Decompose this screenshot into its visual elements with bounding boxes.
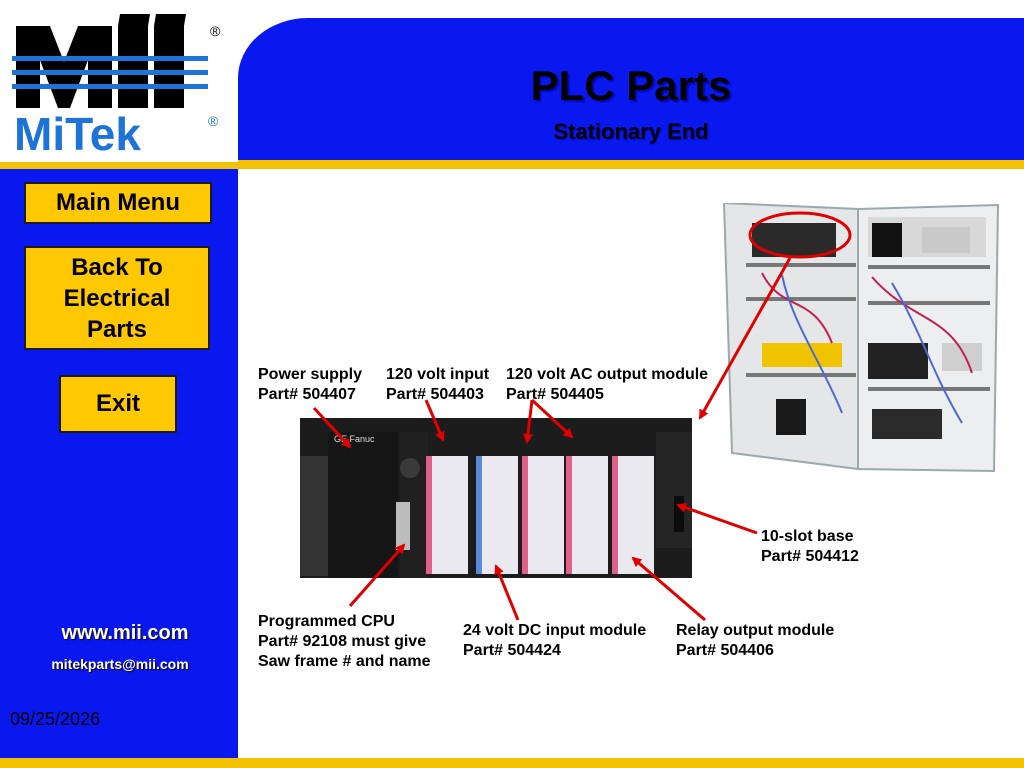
label-relay-output: Relay output module Part# 504406 — [676, 622, 835, 659]
arrow-cpu — [348, 543, 406, 607]
gold-divider-bottom — [0, 758, 1024, 768]
back-to-electrical-parts-button[interactable]: Back To Electrical Parts — [24, 246, 210, 350]
label-120v-input: 120 volt input Part# 504403 — [386, 366, 490, 403]
gold-divider-top — [0, 160, 1024, 169]
arrow-power-supply — [312, 406, 352, 449]
label-programmed-cpu: Programmed CPU Part# 92108 must give Saw… — [258, 613, 431, 670]
arrow-relay-output — [631, 556, 706, 622]
page-subtitle: Stationary End — [553, 119, 709, 144]
plc-rack-photo: GE Fanuc — [300, 418, 692, 584]
registered-mark-top: ® — [210, 23, 221, 39]
mitek-wordmark: MiTek — [14, 108, 141, 160]
main-menu-button[interactable]: Main Menu — [24, 182, 212, 224]
electrical-cabinet-photo — [722, 201, 1000, 475]
mitek-logo: ® MiTek ® — [0, 0, 238, 162]
arrow-120v-input — [424, 399, 445, 442]
header-band — [238, 18, 1024, 162]
registered-mark-bottom: ® — [208, 113, 219, 129]
label-24v-dc-input: 24 volt DC input module Part# 504424 — [463, 622, 647, 659]
arrow-120v-output-a — [522, 399, 534, 444]
date-footer: 09/25/2026 — [10, 709, 101, 729]
arrow-24v-dc-input — [494, 564, 520, 621]
email-link[interactable]: mitekparts@mii.com — [51, 656, 189, 672]
arrow-10-slot-base — [676, 502, 758, 535]
label-power-supply: Power supply Part# 504407 — [258, 366, 363, 403]
label-120v-ac-output: 120 volt AC output module Part# 504405 — [506, 366, 709, 403]
exit-button[interactable]: Exit — [59, 375, 177, 433]
website-link[interactable]: www.mii.com — [61, 622, 189, 644]
mitek-logo-graphic: ® MiTek ® — [12, 14, 221, 160]
arrow-cabinet — [698, 257, 792, 420]
arrow-120v-output-b — [530, 398, 574, 439]
plc-brand-label: GE Fanuc — [334, 434, 375, 444]
highlight-ellipse — [748, 211, 852, 259]
page-title: PLC Parts — [530, 62, 732, 109]
label-10-slot-base: 10-slot base Part# 504412 — [761, 528, 859, 565]
